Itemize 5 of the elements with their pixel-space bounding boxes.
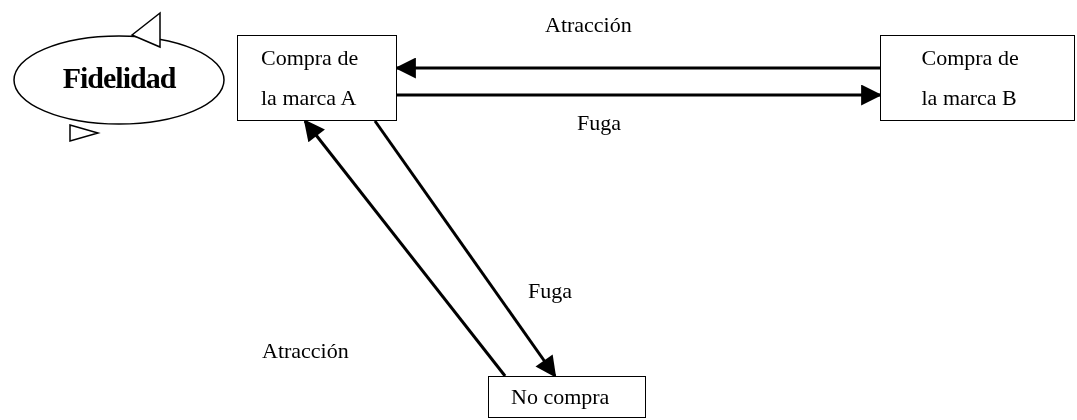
process-box: Compra de la marca B (880, 35, 1075, 121)
process-box: Compra de la marca A (237, 35, 397, 121)
arrow (373, 120, 557, 378)
process-box: No compra (488, 376, 646, 418)
arrow (303, 119, 507, 377)
